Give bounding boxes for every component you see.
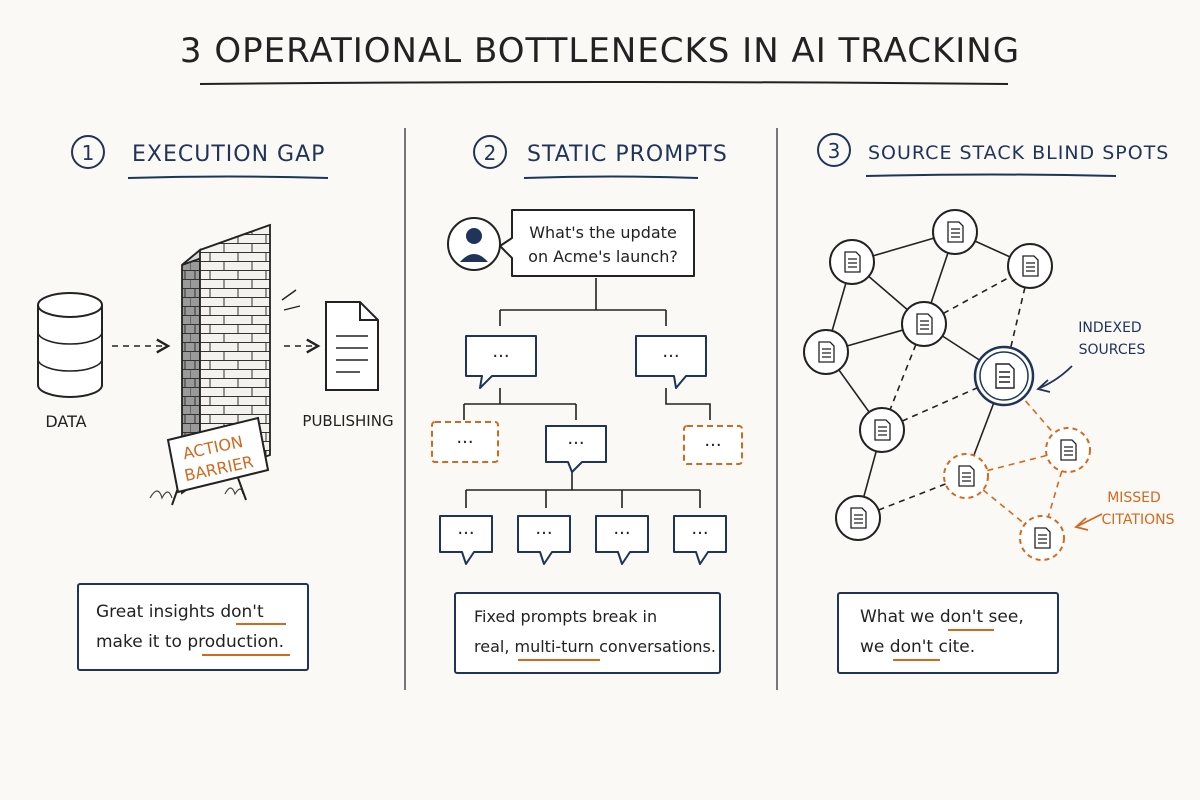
user-avatar-icon xyxy=(447,217,501,271)
network-node-icon xyxy=(901,301,947,347)
caption-1-text-2: make it to xyxy=(96,632,187,652)
bubble-dots: ··· xyxy=(535,523,552,544)
missed-citation-node-icon xyxy=(1045,427,1091,473)
bubble-dots: ··· xyxy=(691,523,708,544)
action-barrier-sign: ACTION BARRIER xyxy=(166,416,270,506)
bubble-dots: ··· xyxy=(704,435,721,456)
missed-label-2: CITATIONS xyxy=(1102,512,1175,528)
caption-2-line-1: Fixed prompts break in xyxy=(474,607,657,626)
network-node-icon xyxy=(932,209,978,255)
response-bubble-l2-dashed-right: ··· xyxy=(683,425,743,465)
bubble-dots: ··· xyxy=(567,433,584,454)
caption-3-emph-2: don't xyxy=(890,637,934,657)
missed-citation-node-icon xyxy=(943,453,989,499)
data-label: DATA xyxy=(45,412,86,431)
missed-citation-node-icon xyxy=(1019,515,1065,561)
caption-3-text-4: cite. xyxy=(933,637,975,657)
svg-text:real, multi-turn conversations: real, multi-turn conversations. xyxy=(474,637,716,656)
document-icon xyxy=(325,301,379,391)
caption-2-emph: multi-turn xyxy=(515,637,595,656)
response-bubble-l3-2: ··· xyxy=(517,515,571,565)
indexed-label-2: SOURCES xyxy=(1079,342,1146,358)
response-bubble-l2-middle: ··· xyxy=(545,425,607,473)
panel-2-heading: STATIC PROMPTS xyxy=(527,142,728,167)
indexed-source-node-icon xyxy=(973,345,1035,407)
bubble-dots: ··· xyxy=(613,523,630,544)
panel-3-heading: SOURCE STACK BLIND SPOTS xyxy=(868,142,1169,164)
response-bubble-l1-right: ··· xyxy=(635,335,707,389)
panel-1-caption: Great insights don't make it to producti… xyxy=(77,583,309,671)
network-node-icon xyxy=(835,495,881,541)
network-node-icon xyxy=(803,329,849,375)
response-bubble-l3-3: ··· xyxy=(595,515,649,565)
panel-2-number: 2 xyxy=(484,141,497,165)
response-bubble-l2-dashed-left: ··· xyxy=(431,421,499,463)
panel-3-number: 3 xyxy=(828,139,841,163)
caption-2-text-2: conversations. xyxy=(594,637,716,656)
svg-text:make it to production.: make it to production. xyxy=(96,632,284,652)
prompt-tree-connectors xyxy=(463,278,711,508)
response-bubble-l3-4: ··· xyxy=(673,515,727,565)
panel-1-number: 1 xyxy=(82,141,95,165)
prompt-line-2: on Acme's launch? xyxy=(528,247,678,266)
caption-3-text-3: we xyxy=(860,637,890,657)
response-bubble-l1-left: ··· xyxy=(465,335,537,389)
caption-3-emph: don't xyxy=(940,607,984,627)
indexed-sources-callout: INDEXED SOURCES xyxy=(1036,320,1146,393)
svg-text:we don't cite.: we don't cite. xyxy=(860,637,975,657)
caption-1-emph-2: production. xyxy=(187,632,284,652)
panel-3-caption: What we don't see, we don't cite. xyxy=(837,592,1059,674)
panel-1-heading: EXECUTION GAP xyxy=(132,142,325,167)
panel-1-header: 1 EXECUTION GAP xyxy=(71,135,329,179)
indexed-label-1: INDEXED xyxy=(1078,320,1141,336)
caption-1-text: Great insights xyxy=(96,602,220,622)
bubble-dots: ··· xyxy=(662,346,679,367)
caption-2-text: real, xyxy=(474,637,515,656)
caption-3-text: What we xyxy=(860,607,940,627)
caption-3-text-2: see, xyxy=(983,607,1024,627)
bubble-dots: ··· xyxy=(492,346,509,367)
panel-3-header: 3 SOURCE STACK BLIND SPOTS xyxy=(817,133,1169,177)
missed-label-1: MISSED xyxy=(1107,490,1161,506)
bubble-dots: ··· xyxy=(456,432,473,453)
svg-text:What we don't see,: What we don't see, xyxy=(860,607,1024,627)
panel-2-caption: Fixed prompts break in real, multi-turn … xyxy=(454,592,721,674)
prompt-bubble: What's the update on Acme's launch? xyxy=(499,209,695,277)
page-title: 3 OPERATIONAL BOTTLENECKS IN AI TRACKING xyxy=(180,31,1020,71)
bubble-dots: ··· xyxy=(457,523,474,544)
network-node-icon xyxy=(1007,243,1053,289)
network-node-icon xyxy=(829,239,875,285)
response-bubble-l3-1: ··· xyxy=(439,515,493,565)
panel-2-header: 2 STATIC PROMPTS xyxy=(473,135,728,179)
prompt-line-1: What's the update xyxy=(529,223,677,242)
caption-1-emph: don't xyxy=(220,602,264,622)
database-icon xyxy=(37,292,103,398)
title-underline xyxy=(199,81,1009,85)
network-node-icon xyxy=(859,407,905,453)
svg-text:Great insights don't: Great insights don't xyxy=(96,602,264,622)
publishing-label: PUBLISHING xyxy=(302,412,393,430)
missed-citations-callout: MISSED CITATIONS xyxy=(1074,490,1175,531)
